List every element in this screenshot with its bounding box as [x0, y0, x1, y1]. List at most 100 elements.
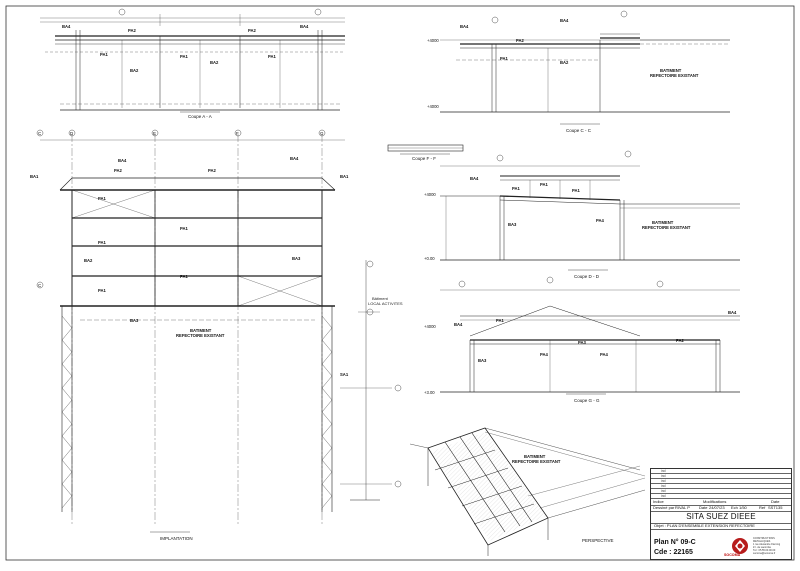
modification-row: ind — [651, 469, 791, 474]
tag-label: PA1 — [496, 318, 505, 323]
tag-label: PA1 — [180, 274, 189, 279]
gg-tags: BA4 BA4 PA1 PA3 PA4 PA4 BA3 PA2 — [454, 310, 737, 363]
company-name: SOCOMA — [724, 553, 741, 557]
date-header: Date — [771, 499, 780, 504]
drawn-by-name: RIVAL P — [675, 505, 690, 510]
building-note: REFECTOIRE EXISTANT — [642, 225, 691, 230]
project-title: SITA SUEZ DIEEE — [651, 511, 791, 524]
tag-label: PA1 — [180, 54, 189, 59]
title-block: ind ind ind ind ind ind Indice Modificat… — [650, 468, 792, 560]
tag-label: BA4 — [454, 322, 463, 327]
grid-axis-label: F — [236, 131, 239, 136]
section-cc — [440, 10, 730, 125]
section-gg-caption: Coupe G - G — [574, 398, 600, 403]
side-note: LOCAL ACTIVITES — [368, 301, 403, 306]
scale-value: 1/50 — [739, 505, 747, 510]
object-label: Objet : — [654, 523, 666, 528]
tag-label: PA1 — [180, 226, 189, 231]
tag-label: BA2 — [130, 68, 139, 73]
drawn-by-row: Dessiné par RIVAL P Date 24/07/23 Ech 1/… — [651, 505, 791, 512]
tag-label: BA3 — [130, 318, 139, 323]
elevation-label: +4000 — [427, 104, 439, 109]
plan-number: Plan N° 09-C — [654, 539, 696, 546]
modification-row: ind — [651, 489, 791, 494]
elevation-label: +4000 — [427, 38, 439, 43]
company-address: CONSTRUCTIONS METALLIQUES 1 rue Alexandr… — [753, 537, 789, 556]
tag-label: PA4 — [540, 352, 549, 357]
tag-label: SA1 — [340, 372, 349, 377]
tag-label: BA4 — [300, 24, 309, 29]
tag-label: PA1 — [512, 186, 521, 191]
cc-tags: BA4 BA4 PA1 BA2 PA2 — [460, 18, 569, 65]
tag-label: PA1 — [98, 240, 107, 245]
tag-label: BA4 — [728, 310, 737, 315]
grid-axis-label: D — [70, 131, 74, 136]
ref-value: SST135 — [768, 505, 783, 510]
indice-header: Indice — [653, 499, 664, 504]
sheet-border — [5, 5, 795, 561]
building-note: BATIMENT — [524, 454, 546, 459]
tag-label: PA1 — [98, 196, 107, 201]
modification-row: ind — [651, 494, 791, 499]
section-aa-caption: Coupe A - A — [188, 114, 212, 119]
plan-tags: BA4 BA4 BA1 BA1 PA2 PA2 PA1 PA1 PA1 PA1 … — [30, 156, 349, 377]
tag-label: BA2 — [210, 60, 219, 65]
modifications-header: Modifications — [703, 499, 727, 504]
building-note: BATIMENT — [660, 68, 682, 73]
plan-caption: IMPLANTATION — [160, 536, 193, 541]
tag-label: PA2 — [128, 28, 137, 33]
grid-axis-label: C — [38, 283, 42, 288]
tag-label: BA3 — [292, 256, 301, 261]
section-dd-caption: Coupe D - D — [574, 274, 600, 279]
section-aa — [40, 8, 345, 113]
tag-label: PA2 — [208, 168, 217, 173]
plan-grid-labels: C D E F G C — [38, 131, 324, 288]
tag-label: PA1 — [572, 188, 581, 193]
elevation-label: +4000 — [424, 324, 436, 329]
perspective-caption: PERSPECTIVE — [582, 538, 614, 543]
tag-label: PA2 — [248, 28, 257, 33]
tag-label: BA4 — [118, 158, 127, 163]
building-note: BATIMENT — [652, 220, 674, 225]
tag-label: BA1 — [30, 174, 39, 179]
building-note: BATIMENT — [190, 328, 212, 333]
object-row: Objet : PLAN D'ENSEMBLE EXTENSION REFECT… — [651, 523, 791, 530]
address-line: CONSTRUCTIONS METALLIQUES — [753, 537, 775, 544]
tag-label: PA1 — [268, 54, 277, 59]
title-block-header: Indice Modifications Date — [651, 499, 791, 506]
scale-label: Ech — [731, 505, 738, 510]
ref-label: Ref — [759, 505, 766, 510]
tag-label: BA4 — [460, 24, 469, 29]
tag-label: BA4 — [560, 18, 569, 23]
grid-axis-label: G — [320, 131, 324, 136]
tag-label: BA4 — [290, 156, 299, 161]
tag-label: PA2 — [676, 338, 685, 343]
modification-row: ind — [651, 474, 791, 479]
section-dd — [440, 150, 740, 271]
elevation-label: +3.00 — [424, 390, 435, 395]
tag-label: PA4 — [600, 352, 609, 357]
object-value: PLAN D'ENSEMBLE EXTENSION REFECTOIRE — [666, 523, 755, 528]
aa-tags: BA4 BA4 PA2 PA2 PA1 PA1 PA1 BA2 BA2 — [62, 24, 309, 73]
tag-label: BA1 — [340, 174, 349, 179]
building-note: REFECTOIRE EXISTANT — [176, 333, 225, 338]
address-line: socoma@socoma.fr — [753, 552, 776, 556]
grid-axis-label: E — [153, 131, 156, 136]
tag-label: PA4 — [596, 218, 605, 223]
tag-label: PA1 — [500, 56, 509, 61]
tag-label: PA2 — [114, 168, 123, 173]
building-note: REFECTOIRE EXISTANT — [650, 73, 699, 78]
company-logo-icon — [732, 538, 748, 554]
tag-label: PA1 — [540, 182, 549, 187]
modification-row: ind — [651, 479, 791, 484]
elevation-label: +0.00 — [424, 256, 435, 261]
section-ff — [387, 144, 464, 155]
order-number: Cde : 22165 — [654, 549, 693, 556]
section-cc-caption: Coupe C - C — [566, 128, 592, 133]
modification-row: ind — [651, 484, 791, 489]
tag-label: BA4 — [470, 176, 479, 181]
date-label: Date — [699, 505, 708, 510]
building-note: REFECTOIRE EXISTANT — [512, 459, 561, 464]
perspective-view — [409, 427, 646, 556]
